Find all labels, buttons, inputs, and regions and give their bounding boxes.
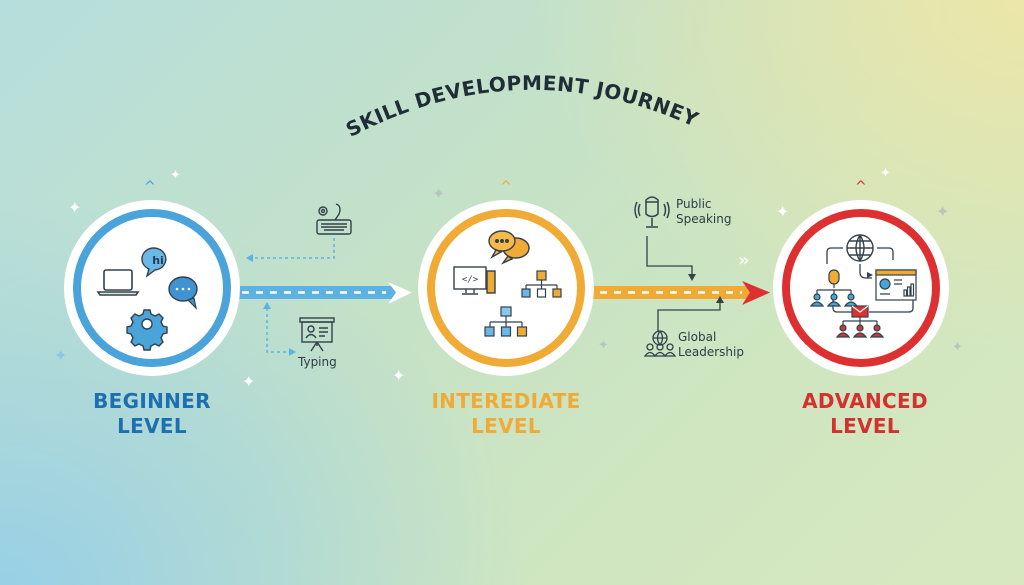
microphone-team-icon — [809, 269, 859, 307]
global-leadership-line1: Global — [678, 330, 717, 344]
sparkle-icon: ✦ — [432, 184, 446, 203]
public-speaking-label: Public Speaking — [676, 197, 731, 227]
global-leadership-line2: Leadership — [678, 345, 744, 359]
keyboard-gear-icon — [316, 203, 352, 235]
advanced-level-node — [773, 200, 949, 376]
sparkle-icon: ✦ — [880, 166, 891, 181]
dotted-connector — [263, 302, 296, 356]
double-chevron-icon: » — [738, 250, 750, 271]
typing-skill-label: Typing — [298, 355, 337, 369]
sparkle-icon: ✦ — [242, 372, 256, 391]
gear-icon — [126, 309, 168, 351]
sparkle-icon: ✦ — [170, 168, 181, 183]
public-speaking-line1: Public — [676, 197, 712, 211]
public-speaking-line2: Speaking — [676, 212, 732, 226]
microphone-icon — [634, 196, 670, 228]
dashboard-window-icon — [875, 269, 917, 301]
arrow-head-icon — [867, 272, 873, 278]
line-connector — [646, 236, 696, 281]
advanced-label-line1: ADVANCED — [802, 389, 928, 413]
typing-chat-bubble-icon — [168, 276, 198, 310]
intermediate-label-line2: LEVEL — [471, 414, 541, 438]
intermediate-icons: </> — [453, 230, 562, 337]
hierarchy-icon — [484, 306, 528, 337]
presentation-board-icon — [299, 317, 335, 352]
advanced-level-label: ADVANCED LEVEL — [775, 389, 955, 439]
sparkle-icon: ✦ — [54, 346, 68, 365]
svg-text:</>: </> — [462, 275, 479, 285]
chat-bubbles-icon — [488, 230, 530, 265]
beginner-level-node: hi — [64, 200, 240, 376]
advanced-label-line2: LEVEL — [830, 414, 900, 438]
beginner-label-line1: BEGINNER — [93, 389, 211, 413]
dashed-connectors — [826, 247, 914, 313]
sparkle-icon: ✦ — [952, 340, 963, 355]
beginner-icons: hi — [96, 247, 198, 351]
intermediate-level-label: INTEREDIATE LEVEL — [416, 389, 596, 439]
caret-up-icon: ^ — [500, 179, 512, 195]
title-text: SKILL DEVELOPMENT JOURNEY — [342, 71, 702, 142]
page-title: SKILL DEVELOPMENT JOURNEY — [342, 71, 702, 142]
svg-text:SKILL DEVELOPMENT JOURNEY: SKILL DEVELOPMENT JOURNEY — [342, 71, 702, 142]
hi-chat-bubble-icon: hi — [141, 247, 167, 278]
sparkle-icon: ✦ — [598, 338, 609, 353]
intermediate-label-line1: INTEREDIATE — [431, 389, 581, 413]
global-team-icon — [644, 330, 676, 357]
org-chart-icon — [521, 270, 562, 298]
laptop-icon — [96, 269, 140, 296]
caret-up-icon: ^ — [855, 179, 867, 195]
beginner-level-label: BEGINNER LEVEL — [62, 389, 242, 439]
code-computer-icon: </> — [453, 266, 496, 295]
beginner-label-line2: LEVEL — [117, 414, 187, 438]
global-leadership-label: Global Leadership — [678, 330, 744, 360]
sparkle-icon: ✦ — [936, 202, 950, 221]
globe-icon — [846, 234, 874, 262]
dotted-connector — [246, 238, 335, 262]
sparkle-icon: ✦ — [68, 198, 82, 217]
progress-arrow-intermediate-to-advanced — [592, 281, 770, 305]
intermediate-level-node: </> — [418, 200, 594, 376]
line-connector — [657, 296, 724, 332]
sparkle-icon: ✦ — [776, 202, 790, 221]
svg-text:hi: hi — [152, 254, 164, 267]
email-team-icon — [835, 305, 885, 338]
caret-up-icon: ^ — [144, 179, 156, 195]
sparkle-icon: ✦ — [392, 366, 406, 385]
advanced-icons — [809, 234, 917, 338]
progress-arrow-beginner-to-intermediate — [236, 282, 412, 304]
